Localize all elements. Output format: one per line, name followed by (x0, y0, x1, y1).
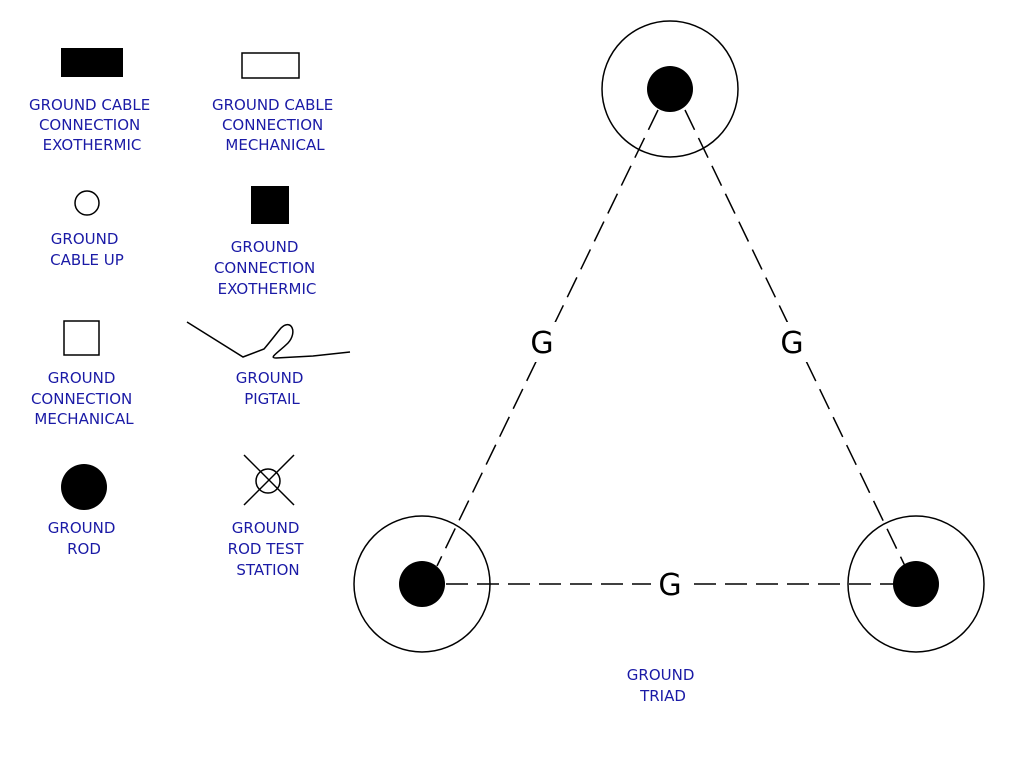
legend-label-ground-cable-connection-mechanical: GROUND CABLE CONNECTION MECHANICAL (212, 96, 338, 154)
legend-label-ground-rod-test-station: GROUND ROD TEST STATION (228, 519, 309, 579)
triad-wire-marker-bottom: G (658, 568, 681, 603)
mechanical-cable-connection-symbol (241, 52, 300, 79)
exothermic-ground-connection-symbol (251, 186, 289, 224)
legend-label-ground-connection-mechanical: GROUND CONNECTION MECHANICAL (31, 369, 137, 428)
ground-rod-symbol (61, 464, 107, 510)
triad-wire-marker-right: G (780, 326, 803, 361)
triad-ground-rod-bottom-right (847, 515, 985, 653)
legend-label-ground-rod: GROUND ROD (48, 519, 120, 558)
ground-rod-test-station-symbol (243, 454, 295, 506)
legend-label-ground-pigtail: GROUND PIGTAIL (236, 369, 308, 408)
legend-label-ground-connection-exothermic: GROUND CONNECTION EXOTHERMIC (214, 238, 320, 298)
ground-pigtail-symbol (186, 321, 351, 359)
mechanical-ground-connection-symbol (63, 320, 100, 356)
exothermic-cable-connection-symbol (61, 48, 123, 77)
legend-label-ground-cable-connection-exothermic: GROUND CABLE CONNECTION EXOTHERMIC (29, 96, 155, 154)
legend-label-ground-cable-up: GROUND CABLE UP (50, 230, 124, 269)
triad-wire-marker-left: G (530, 326, 553, 361)
triad-ground-rod-bottom-left (353, 515, 491, 653)
ground-triad-label: GROUND TRIAD (627, 666, 699, 705)
triad-ground-rod-top (601, 20, 739, 158)
ground-triad: G G G GROUND TRIAD (353, 20, 985, 705)
ground-cable-up-symbol (74, 190, 100, 216)
